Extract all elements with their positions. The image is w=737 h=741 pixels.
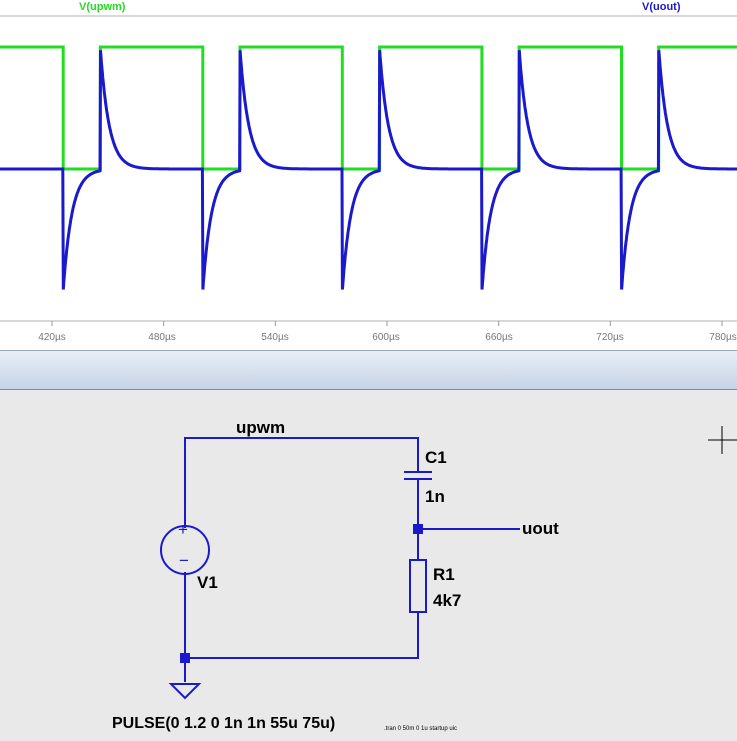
v1-name[interactable]: V1 <box>197 573 218 592</box>
x-tick-label: 720µs <box>596 332 624 343</box>
x-tick-label: 780µs <box>709 332 737 343</box>
waveform-plot[interactable] <box>0 0 737 350</box>
r1-value[interactable]: 4k7 <box>433 591 462 610</box>
junction-dot <box>413 524 423 534</box>
trace-label-uout[interactable]: V(uout) <box>642 1 681 13</box>
voltage-source-v1[interactable] <box>160 525 210 575</box>
x-tick-label: 540µs <box>261 332 289 343</box>
net-label-upwm[interactable]: upwm <box>236 418 286 437</box>
x-tick-label: 420µs <box>38 332 66 343</box>
v1-source-spec[interactable]: PULSE(0 1.2 0 1n 1n 55u 75u) <box>112 715 336 732</box>
wire-upwm[interactable] <box>184 437 419 528</box>
x-tick-label: 600µs <box>372 332 400 343</box>
v1-plus-sign: + <box>178 520 188 539</box>
wire-r1-to-ground[interactable] <box>184 572 419 659</box>
resistor-r1-body[interactable] <box>409 559 427 613</box>
v1-minus-sign: − <box>179 551 189 570</box>
trace-upwm-line[interactable] <box>0 45 737 171</box>
net-label-uout[interactable]: uout <box>522 519 559 538</box>
r1-name[interactable]: R1 <box>433 565 455 584</box>
x-tick-label: 660µs <box>485 332 513 343</box>
pane-splitter[interactable] <box>0 350 737 390</box>
spice-directive[interactable]: .tran 0 50m 0 1u startup uic <box>384 726 458 732</box>
ground-icon[interactable] <box>168 683 202 700</box>
schematic-canvas[interactable] <box>0 390 737 741</box>
junction-dot <box>180 653 190 663</box>
schematic-pane[interactable]: upwm C1 1n uout R1 4k7 V1 + − PULSE(0 1.… <box>0 390 737 741</box>
c1-value[interactable]: 1n <box>425 487 445 506</box>
c1-name[interactable]: C1 <box>425 448 447 467</box>
crosshair-cursor-icon <box>708 426 737 454</box>
x-tick-marks <box>51 321 723 326</box>
x-tick-label: 480µs <box>148 332 176 343</box>
trace-label-upwm[interactable]: V(upwm) <box>79 1 126 13</box>
trace-uout-line[interactable] <box>0 50 737 290</box>
waveform-pane[interactable]: V(upwm) V(uout) 420µs 480µs 540µs 600µs … <box>0 0 737 350</box>
